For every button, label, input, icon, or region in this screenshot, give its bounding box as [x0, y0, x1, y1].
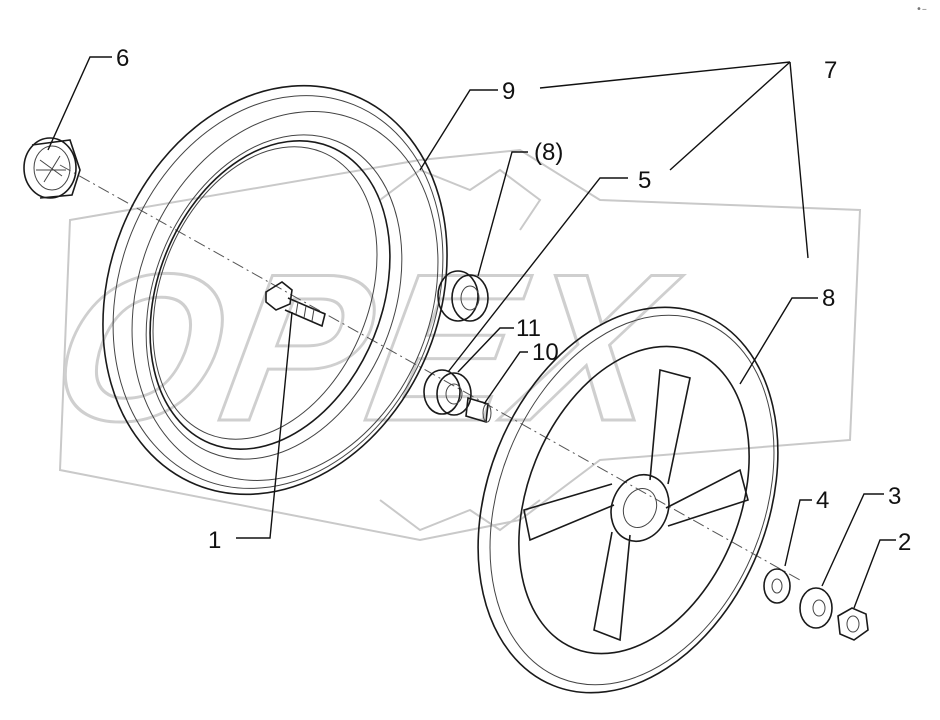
watermark-text: OPEX — [38, 229, 692, 464]
bearing-part-11 — [423, 369, 472, 416]
cap-part-6 — [23, 137, 81, 199]
leader-lines — [47, 56, 896, 609]
watermark-logo: OPEX — [37, 148, 862, 542]
callout-5: 5 — [638, 167, 651, 194]
callout-4: 4 — [816, 487, 829, 514]
axis-centerline — [59, 164, 801, 581]
callout-8-ref: (8) — [534, 139, 563, 166]
callout-11: 11 — [516, 315, 541, 342]
washer-part-3 — [799, 587, 833, 629]
corner-mark: •– — [916, 4, 927, 15]
callout-labels: 6 9 7 (8) 5 11 10 8 4 3 2 1 — [116, 45, 911, 556]
sleeve-part-10 — [465, 396, 492, 424]
callout-2: 2 — [898, 529, 911, 556]
callout-3: 3 — [888, 483, 901, 510]
wheel-rim-part-8 — [477, 306, 779, 694]
callout-6: 6 — [116, 45, 129, 72]
callout-9: 9 — [502, 78, 515, 105]
nut-part-2 — [837, 607, 869, 641]
callout-1: 1 — [208, 527, 221, 554]
callout-7: 7 — [824, 57, 837, 84]
callout-10: 10 — [532, 339, 559, 366]
callout-8: 8 — [822, 285, 835, 312]
tyre-part-9 — [102, 84, 448, 496]
bolt-part-1 — [265, 281, 326, 328]
bearing-part-8-ref — [437, 270, 489, 322]
washer-part-4 — [763, 568, 791, 604]
